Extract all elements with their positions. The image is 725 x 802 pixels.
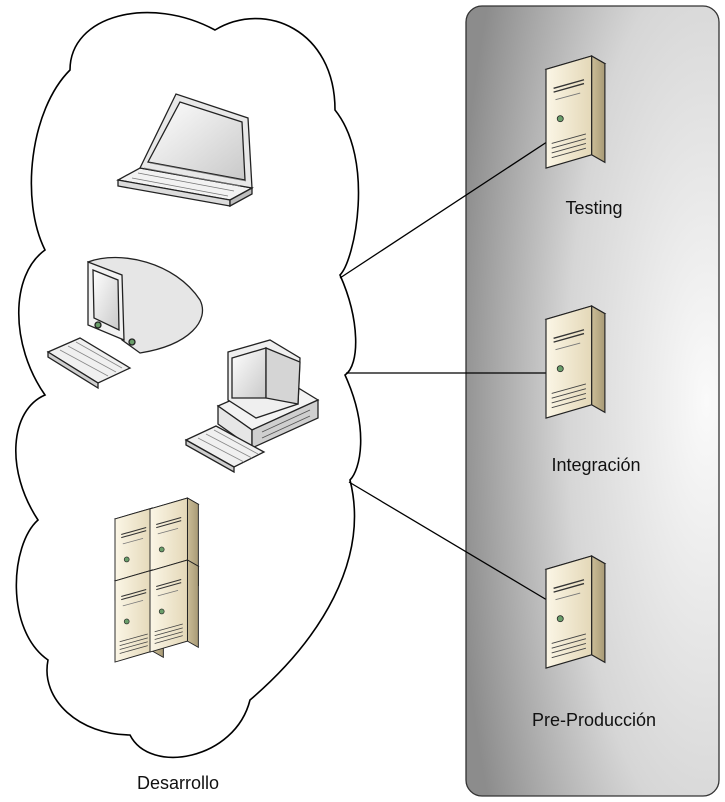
- development-cloud: [15, 11, 362, 759]
- testing-server-icon: [545, 55, 606, 169]
- preproduction-label: Pre-Producción: [531, 710, 657, 730]
- workstation-icon: [184, 339, 320, 474]
- desktop-monitor-icon: [46, 256, 204, 390]
- preproduction-server-icon: [545, 555, 606, 669]
- link-preproduction: [348, 481, 553, 604]
- laptop-icon: [116, 93, 254, 208]
- development-label: Desarrollo: [136, 773, 220, 793]
- server-cluster-icon: [114, 497, 199, 663]
- link-testing: [339, 135, 557, 279]
- integration-server-icon: [545, 305, 606, 419]
- testing-label: Testing: [565, 198, 623, 218]
- integration-label: Integración: [551, 455, 641, 475]
